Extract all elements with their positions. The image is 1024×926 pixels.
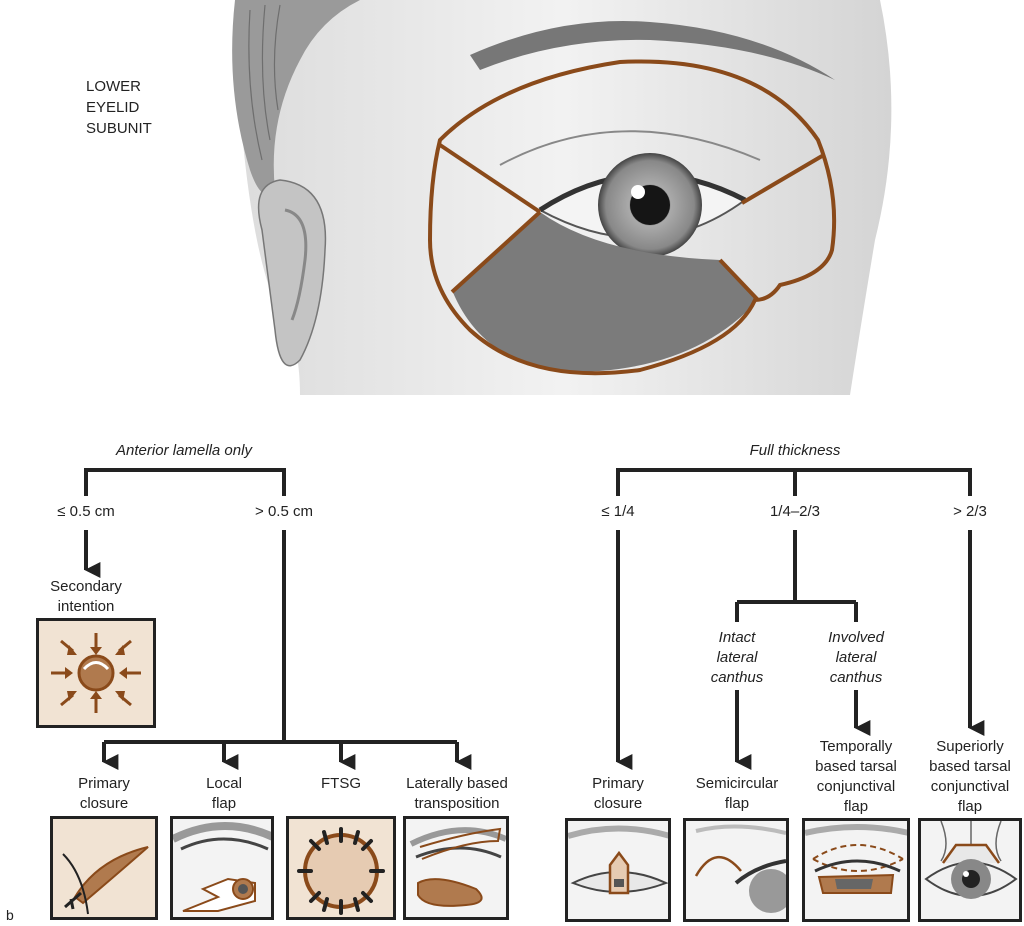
label-line: Primary bbox=[78, 775, 130, 792]
ftsg-label: FTSG bbox=[321, 775, 361, 792]
small-defect-label: ≤ 0.5 cm bbox=[57, 503, 115, 520]
ear bbox=[257, 179, 327, 367]
label-line: Involved bbox=[828, 629, 884, 646]
label-line: flap bbox=[843, 798, 869, 815]
semicircular-thumb bbox=[683, 818, 789, 922]
label-line: Intact bbox=[718, 629, 756, 646]
quarter-label: ≤ 1/4 bbox=[601, 503, 635, 520]
label-line: Primary bbox=[592, 775, 644, 792]
temporally-based-label: Temporally based tarsal conjunctival fla… bbox=[801, 737, 911, 817]
label-line: based tarsal bbox=[815, 758, 897, 775]
laterally-based-label: Laterally based transposition bbox=[397, 774, 517, 814]
label-line: Laterally based bbox=[406, 775, 508, 792]
converging-arrows-icon bbox=[51, 633, 141, 713]
label-line: closure bbox=[79, 795, 129, 812]
figure-label: b bbox=[6, 907, 14, 923]
intact-canthus-label: Intact lateral canthus bbox=[687, 628, 787, 688]
label-line: flap bbox=[957, 798, 983, 815]
label-line: Superiorly bbox=[936, 738, 1004, 755]
local-flap-thumb bbox=[170, 816, 274, 920]
label-line: flap bbox=[211, 795, 237, 812]
superiorly-based-thumb bbox=[918, 818, 1022, 922]
ftsg-thumb bbox=[286, 816, 396, 920]
local-flap-label: Local flap bbox=[174, 774, 274, 814]
laterally-based-thumb bbox=[403, 816, 509, 920]
semicircular-flap-icon bbox=[694, 824, 786, 913]
face-illustration bbox=[232, 0, 892, 395]
eyebrow bbox=[470, 20, 835, 80]
primary-closure-b-thumb bbox=[565, 818, 671, 922]
label-line: Local bbox=[206, 775, 242, 792]
primary-closure-b-label: Primary closure bbox=[568, 774, 668, 814]
label-line: intention bbox=[57, 598, 115, 615]
label-line: Semicircular bbox=[695, 775, 779, 792]
skin-graft-icon bbox=[297, 827, 385, 915]
primary-closure-a-thumb bbox=[50, 816, 158, 920]
hair bbox=[232, 0, 360, 195]
label-line: lateral bbox=[716, 649, 758, 666]
everted-lid-flap-icon bbox=[924, 821, 1018, 899]
anterior-bracket bbox=[84, 468, 286, 496]
involved-canthus-label: Involved lateral canthus bbox=[806, 628, 906, 688]
label-line: lateral bbox=[835, 649, 877, 666]
pentagon-wedge-icon bbox=[568, 825, 668, 895]
subunit-label-line: SUBUNIT bbox=[86, 120, 152, 137]
secondary-intention-label: Secondary intention bbox=[26, 577, 146, 617]
large-defect-label: > 0.5 cm bbox=[255, 503, 313, 520]
subunit-label-line: LOWER bbox=[86, 78, 142, 95]
subunit-outline bbox=[427, 59, 837, 376]
label-line: canthus bbox=[710, 669, 764, 686]
large-full-label: > 2/3 bbox=[953, 503, 987, 520]
anterior-heading: Anterior lamella only bbox=[116, 442, 252, 459]
label-line: closure bbox=[593, 795, 643, 812]
transposition-flap-icon bbox=[409, 827, 506, 907]
subunit-label: LOWER EYELID SUBUNIT bbox=[86, 76, 152, 139]
lower-eyelid-region bbox=[452, 212, 758, 373]
label-line: transposition bbox=[414, 795, 500, 812]
label-line: conjunctival bbox=[930, 778, 1010, 795]
secondary-intention-thumb bbox=[36, 618, 156, 728]
label-line: conjunctival bbox=[816, 778, 896, 795]
superiorly-based-label: Superiorly based tarsal conjunctival fla… bbox=[915, 737, 1024, 817]
label-line: Temporally bbox=[819, 738, 893, 755]
label-line: flap bbox=[724, 795, 750, 812]
full-heading: Full thickness bbox=[749, 442, 841, 459]
label-line: Secondary bbox=[50, 578, 122, 595]
temporally-based-thumb bbox=[802, 818, 910, 922]
suture-closure-icon bbox=[62, 846, 149, 915]
subunit-label-line: EYELID bbox=[86, 99, 140, 116]
primary-closure-a-label: Primary closure bbox=[54, 774, 154, 814]
tarsal-flap-icon bbox=[805, 824, 907, 894]
label-line: canthus bbox=[829, 669, 883, 686]
label-line: based tarsal bbox=[929, 758, 1011, 775]
mid-label: 1/4–2/3 bbox=[769, 503, 821, 520]
semicircular-label: Semicircular flap bbox=[682, 774, 792, 814]
local-flap-icon bbox=[173, 822, 271, 912]
